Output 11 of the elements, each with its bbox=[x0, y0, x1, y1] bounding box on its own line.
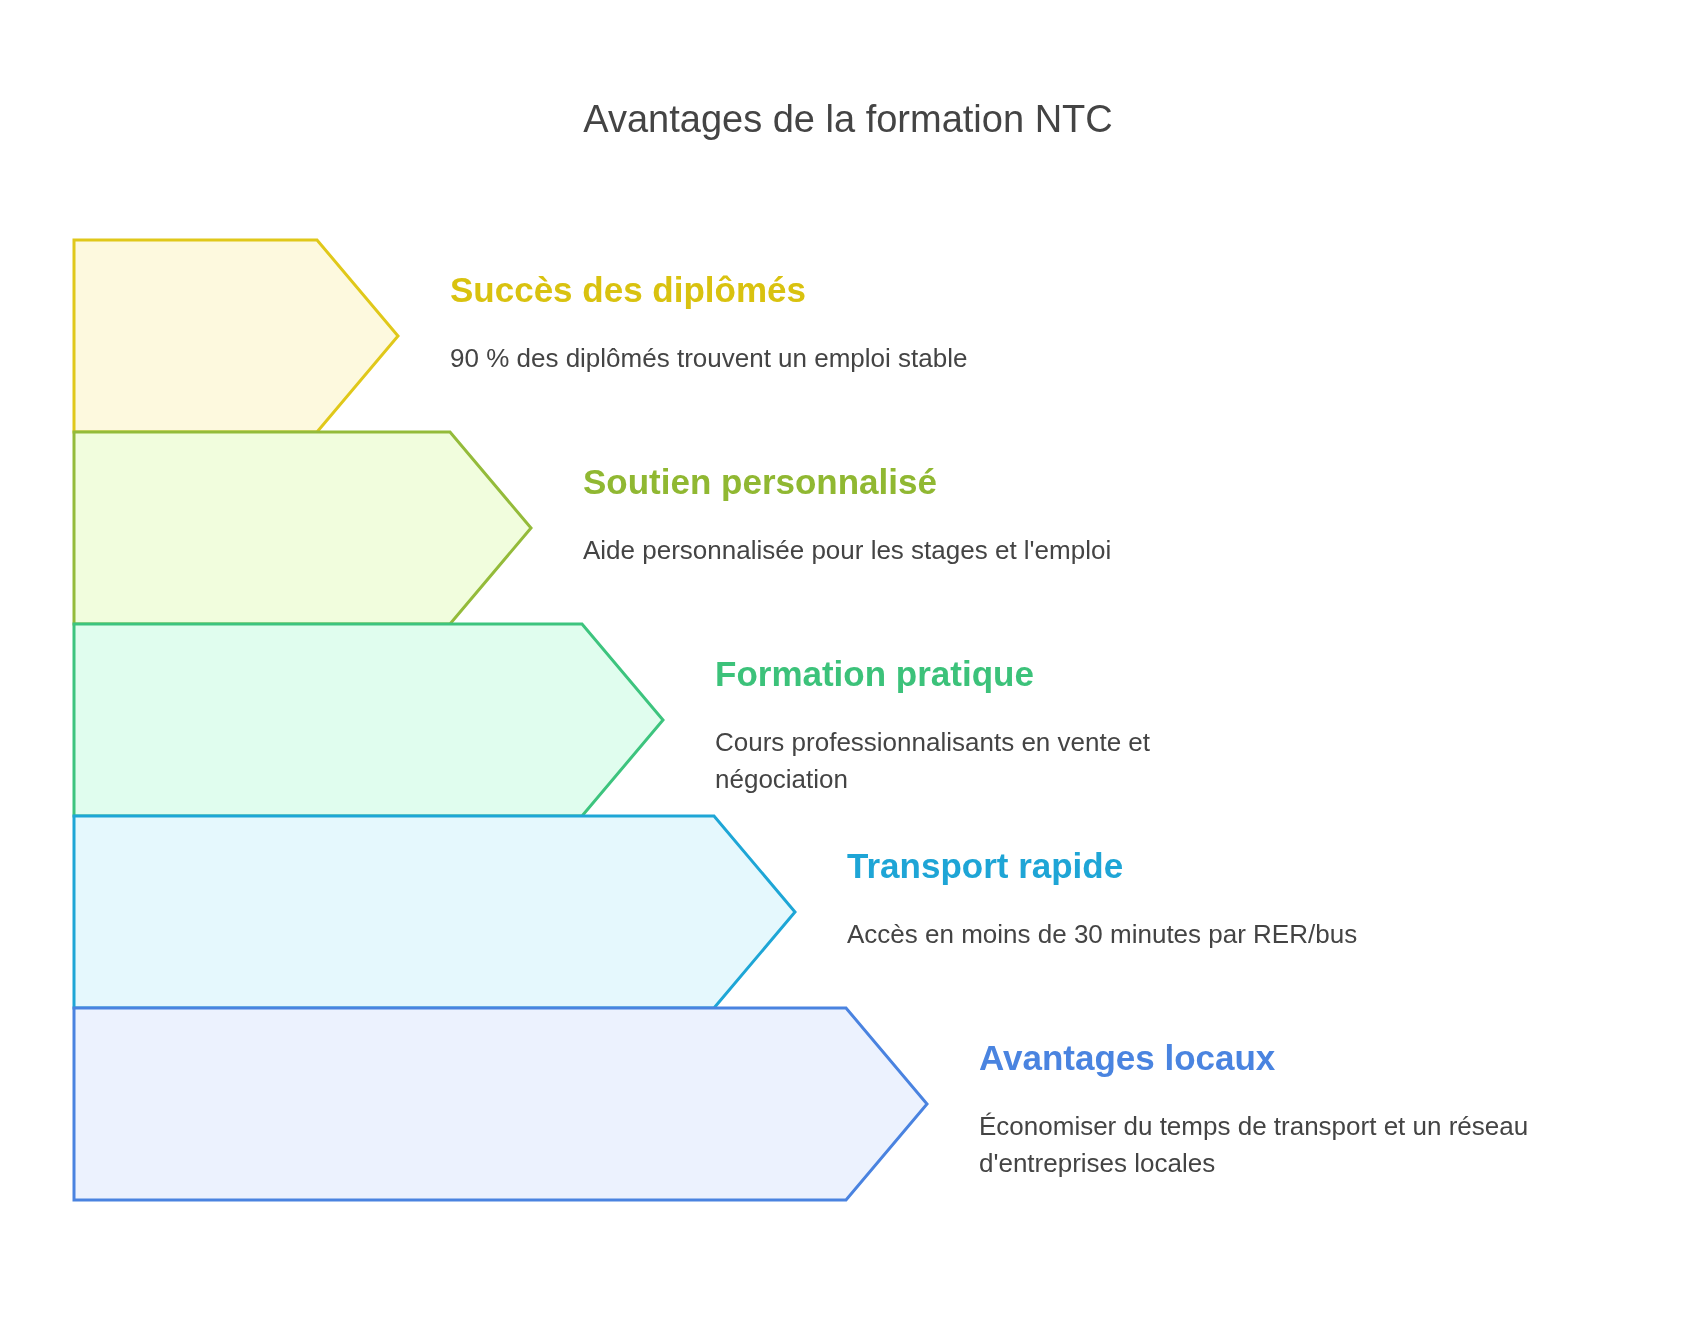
step-description: 90 % des diplômés trouvent un emploi stable bbox=[450, 342, 969, 375]
step-heading: Succès des diplômés bbox=[450, 270, 806, 310]
step-heading: Avantages locaux bbox=[979, 1038, 1276, 1078]
step-description: Accès en moins de 30 minutes par RER/bus bbox=[847, 918, 1359, 951]
step-description: Cours professionnalisants en vente et négociation bbox=[715, 726, 1152, 796]
step-heading: Soutien personnalisé bbox=[583, 462, 937, 502]
step-description: Aide personnalisée pour les stages et l'emploi bbox=[583, 534, 1113, 567]
step-heading: Formation pratique bbox=[715, 654, 1034, 694]
step-description: Économiser du temps de transport et un réseau d'entreprises locales bbox=[979, 1110, 1530, 1180]
step-heading: Transport rapide bbox=[847, 846, 1124, 886]
diagram-title: Avantages de la formation NTC bbox=[582, 98, 1114, 141]
